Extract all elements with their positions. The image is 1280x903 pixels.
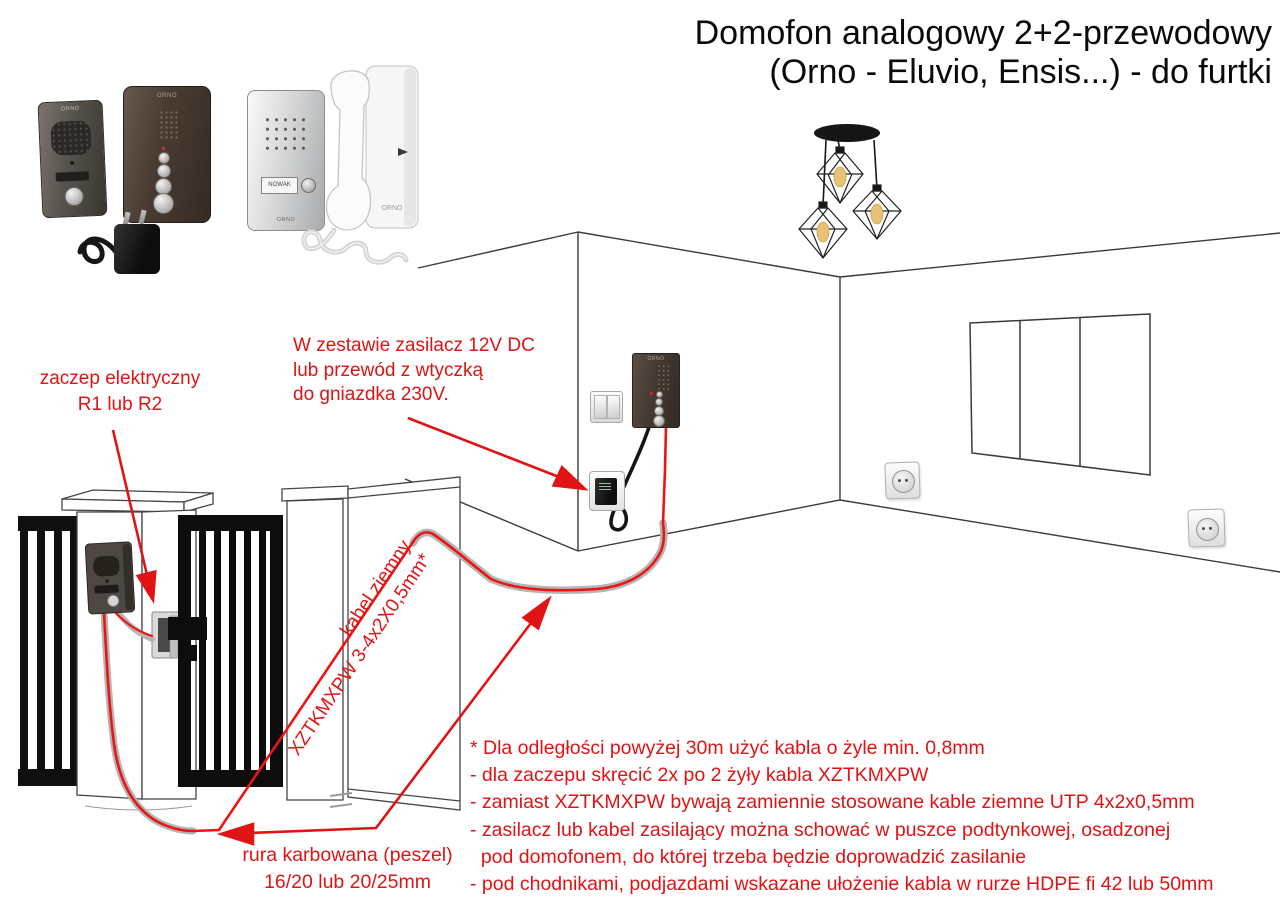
switch-rocker xyxy=(607,395,620,419)
socket-hole xyxy=(1201,526,1206,530)
socket-cup xyxy=(891,469,916,494)
product-outdoor-station-silver: NOWAK ORNO xyxy=(247,90,325,231)
gate-latch xyxy=(168,617,207,640)
product-outdoor-station-dark: ORNO xyxy=(37,99,108,219)
footnotes: * Dla odległości powyżej 30m użyć kabla … xyxy=(470,735,1214,898)
name-plate: NOWAK xyxy=(261,177,298,194)
fence-right xyxy=(329,476,461,811)
adapter-body xyxy=(114,224,160,274)
note-line: - zasilacz lub kabel zasilający można sc… xyxy=(470,818,1171,841)
title-line-2: (Orno - Eluvio, Ensis...) - do furtki xyxy=(769,53,1272,91)
speaker-grille-icon xyxy=(50,120,92,156)
ceiling-lamp-icon xyxy=(798,124,902,259)
product-handset-unit: ORNO xyxy=(270,58,435,283)
note-line: * Dla odległości powyżej 30m użyć kabla … xyxy=(470,737,985,759)
label-corrugated-conduit: rura karbowana (peszel) 16/20 lub 20/25m… xyxy=(242,844,453,893)
brand-label: ORNO xyxy=(157,93,177,99)
note-line: - pod chodnikami, podjazdami wskazane uł… xyxy=(470,873,1214,896)
product-power-adapter xyxy=(72,209,172,282)
door-station xyxy=(84,541,136,615)
intercom-button xyxy=(153,193,174,214)
brand-label: ORNO xyxy=(382,205,404,212)
label-electric-strike: zaczep elektryczny R1 lub R2 xyxy=(39,368,201,415)
note-line: - zamiast XZTKMXPW bywają zamiennie stos… xyxy=(470,791,1195,814)
switch-rocker xyxy=(594,395,607,419)
window xyxy=(969,313,1151,476)
intercom-button xyxy=(656,391,663,398)
fence-left xyxy=(18,516,79,786)
label-power-supply: W zestawie zasilacz 12V DC lub przewód z… xyxy=(293,335,535,405)
arrow-psu xyxy=(407,416,560,479)
ground-cable xyxy=(217,425,668,831)
socket-hole xyxy=(897,479,902,483)
speaker-grille-icon xyxy=(657,364,671,390)
arrow-conduit-and-cable xyxy=(249,622,533,835)
speaker-grille-icon xyxy=(159,110,179,140)
power-outlet-with-adapter xyxy=(589,471,625,511)
product-indoor-unit: ORNO xyxy=(123,86,211,223)
speaker-grille-icon xyxy=(263,115,309,153)
plug-in-power-adapter xyxy=(595,478,617,505)
socket-hole xyxy=(904,478,909,482)
adapter-cord xyxy=(77,236,119,264)
gate-pillar-right xyxy=(281,485,349,801)
handset xyxy=(325,70,372,231)
intercom-button xyxy=(655,398,663,406)
intercom-button xyxy=(653,415,665,427)
socket-hole xyxy=(1208,526,1213,530)
page-title: Domofon analogowy 2+2-przewodowy (Orno -… xyxy=(695,14,1272,92)
led-indicator xyxy=(650,392,653,395)
title-line-1: Domofon analogowy 2+2-przewodowy xyxy=(694,14,1272,52)
note-line: pod domofonem, do której trzeba będzie d… xyxy=(470,845,1027,868)
light-switch xyxy=(590,391,623,423)
call-button xyxy=(64,186,85,207)
brand-label: ORNO xyxy=(276,217,296,223)
intercom-button xyxy=(158,152,170,164)
power-outlet-2 xyxy=(1187,508,1226,548)
call-button xyxy=(301,178,316,193)
pillar-conduit xyxy=(100,607,221,835)
led-indicator xyxy=(162,147,165,150)
intercom-button xyxy=(157,164,171,178)
name-plate xyxy=(55,171,89,182)
power-outlet-1 xyxy=(884,461,921,500)
wall-intercom-unit: ORNO xyxy=(632,353,680,428)
brand-label: ORNO xyxy=(647,356,665,362)
brand-label: ORNO xyxy=(60,105,80,113)
annotation-arrows xyxy=(111,416,589,846)
camera-hole-icon xyxy=(70,160,75,166)
socket-cup xyxy=(1195,517,1220,541)
adapter-label xyxy=(599,483,611,491)
arrow-strike xyxy=(111,429,149,576)
slider-icon xyxy=(398,148,408,156)
note-line: - dla zaczepu skręcić 2x po 2 żyły kabla… xyxy=(470,764,929,787)
gate xyxy=(168,515,283,787)
room-outline xyxy=(404,231,1280,573)
